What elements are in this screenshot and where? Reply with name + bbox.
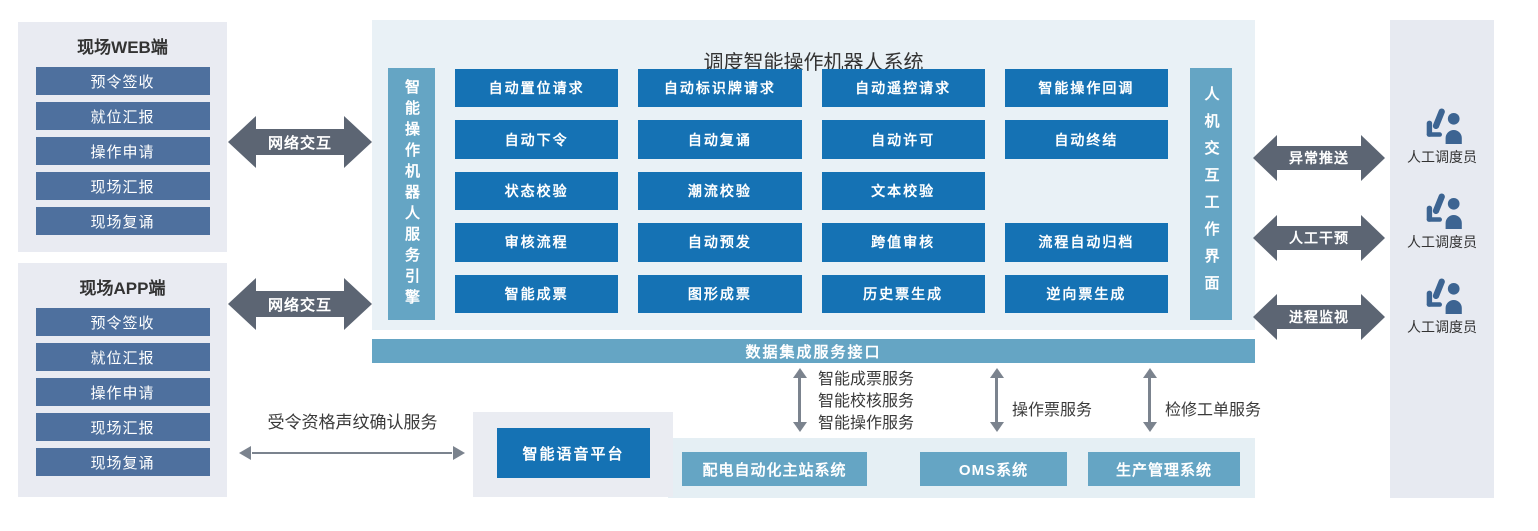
function-cell: 自动终结 (1004, 120, 1168, 159)
app-panel-title: 现场APP端 (79, 279, 166, 298)
service-engine-bar: 智能操作机器人服务引擎 (388, 68, 435, 320)
function-cell: 跨值审核 (821, 223, 985, 262)
arrow-right-head-icon (1361, 135, 1385, 181)
main-system-title: 调度智能操作机器人系统 (703, 52, 924, 74)
function-cell: 状态校验 (455, 171, 619, 211)
arrow-left-head-icon (228, 116, 256, 168)
app-terminal-panel: 现场APP端 预令签收就位汇报操作申请现场汇报现场复诵 (18, 263, 227, 497)
vertical-arrow-oms (990, 368, 1004, 432)
external-system-box: 配电自动化主站系统 (682, 452, 867, 486)
intelligent-service-labels: 智能成票服务智能校核服务智能操作服务 (818, 369, 914, 435)
function-cell: 智能操作回调 (1004, 69, 1168, 108)
process-monitor-label: 进程监视 (1277, 305, 1361, 329)
function-cell: 逆向票生成 (1004, 274, 1168, 313)
voiceprint-service-label: 受令资格声纹确认服务 (267, 413, 438, 432)
app-panel-item: 就位汇报 (35, 343, 210, 371)
web-panel-title: 现场WEB端 (77, 38, 168, 57)
dispatcher-label: 人工调度员 (1407, 319, 1477, 335)
voiceprint-service-arrow (239, 446, 465, 460)
function-cell: 图形成票 (638, 274, 802, 313)
manual-intervention-label: 人工干预 (1277, 226, 1361, 250)
function-cell: 自动下令 (455, 120, 619, 159)
function-cell: 历史票生成 (821, 274, 985, 313)
exception-push-label: 异常推送 (1277, 146, 1361, 170)
service-label: 智能校核服务 (818, 393, 915, 410)
arrow-shaft (1148, 376, 1151, 424)
function-cell: 潮流校验 (638, 171, 802, 211)
dispatcher-workstation-icon (1426, 193, 1462, 229)
app-panel-items: 预令签收就位汇报操作申请现场汇报现场复诵 (18, 308, 227, 476)
arrow-right-head-icon (344, 116, 372, 168)
web-panel-item: 现场汇报 (35, 172, 210, 200)
external-system-box: OMS系统 (920, 452, 1067, 486)
vertical-arrow-repair (1143, 368, 1157, 432)
repair-service-label: 检修工单服务 (1165, 402, 1262, 419)
arrow-right-head-icon (1361, 215, 1385, 261)
app-panel-item: 现场汇报 (35, 413, 210, 441)
network-arrow-label: 网络交互 (256, 129, 344, 155)
function-cell: 自动标识牌请求 (638, 69, 802, 108)
function-cell: 自动复诵 (638, 120, 802, 159)
process-monitor-arrow: 进程监视 (1253, 294, 1385, 340)
oms-service-label: 操作票服务 (1012, 402, 1093, 419)
voice-platform-panel: 智能语音平台 (473, 412, 673, 497)
network-arrow-label: 网络交互 (256, 291, 344, 317)
web-panel-item: 操作申请 (35, 137, 210, 165)
dispatcher-label: 人工调度员 (1407, 234, 1477, 250)
service-engine-label: 智能操作机器人服务引擎 (403, 78, 420, 310)
arrow-left-head-icon (1253, 215, 1277, 261)
external-systems-panel: 配电自动化主站系统 OMS系统生产管理系统 (668, 438, 1255, 498)
app-panel-item: 预令签收 (35, 308, 210, 336)
exception-push-arrow: 异常推送 (1253, 135, 1385, 181)
app-panel-item: 操作申请 (35, 378, 210, 406)
arrow-right-head-icon (1361, 294, 1385, 340)
function-cell: 智能成票 (455, 274, 619, 313)
vertical-arrow-intelligent-services (793, 368, 807, 432)
function-cell: 自动置位请求 (455, 69, 619, 108)
arrow-shaft (995, 376, 998, 424)
app-panel-item: 现场复诵 (35, 448, 210, 476)
external-system-box: 生产管理系统 (1088, 452, 1240, 486)
dispatcher-group: 人工调度员 (1407, 193, 1477, 252)
network-arrow-web: 网络交互 (228, 116, 372, 168)
function-cell: 审核流程 (455, 223, 619, 262)
web-panel-item: 就位汇报 (35, 102, 210, 130)
network-arrow-app: 网络交互 (228, 278, 372, 330)
manual-intervention-arrow: 人工干预 (1253, 215, 1385, 261)
arrow-left-head-icon (1253, 135, 1277, 181)
dispatcher-group: 人工调度员 (1407, 278, 1477, 337)
web-panel-items: 预令签收就位汇报操作申请现场汇报现场复诵 (18, 67, 227, 235)
main-system-panel: 调度智能操作机器人系统 智能操作机器人服务引擎 自动置位请求自动标识牌请求自动遥… (372, 20, 1255, 330)
web-panel-item: 现场复诵 (35, 207, 210, 235)
web-panel-item: 预令签收 (35, 67, 210, 95)
service-label: 智能操作服务 (818, 415, 915, 432)
dispatcher-workstation-icon (1426, 108, 1462, 144)
function-cell: 流程自动归档 (1004, 223, 1168, 262)
dispatcher-label: 人工调度员 (1407, 149, 1477, 165)
function-cell: 文本校验 (821, 171, 985, 211)
data-integration-bar: 数据集成服务接口 (372, 339, 1255, 363)
dispatchers-panel: 人工调度员 人工调度员 (1390, 20, 1494, 498)
dispatcher-workstation-icon (1426, 278, 1462, 314)
function-grid: 自动置位请求自动标识牌请求自动遥控请求智能操作回调自动下令自动复诵自动许可自动终… (455, 69, 1168, 313)
arrow-shaft (798, 376, 801, 424)
arrow-left-head-icon (1253, 294, 1277, 340)
service-label: 智能成票服务 (818, 371, 915, 388)
dispatcher-group: 人工调度员 (1407, 108, 1477, 167)
function-cell: 自动遥控请求 (821, 69, 985, 108)
arrow-right-head-icon (344, 278, 372, 330)
function-cell: 自动预发 (638, 223, 802, 262)
web-terminal-panel: 现场WEB端 预令签收就位汇报操作申请现场汇报现场复诵 (18, 22, 227, 252)
voice-platform-box: 智能语音平台 (497, 428, 650, 478)
hmi-workbench-bar: 人机交互工作界面 (1190, 68, 1232, 320)
arrow-left-head-icon (228, 278, 256, 330)
function-cell: 自动许可 (821, 120, 985, 159)
hmi-workbench-label: 人机交互工作界面 (1202, 86, 1220, 302)
